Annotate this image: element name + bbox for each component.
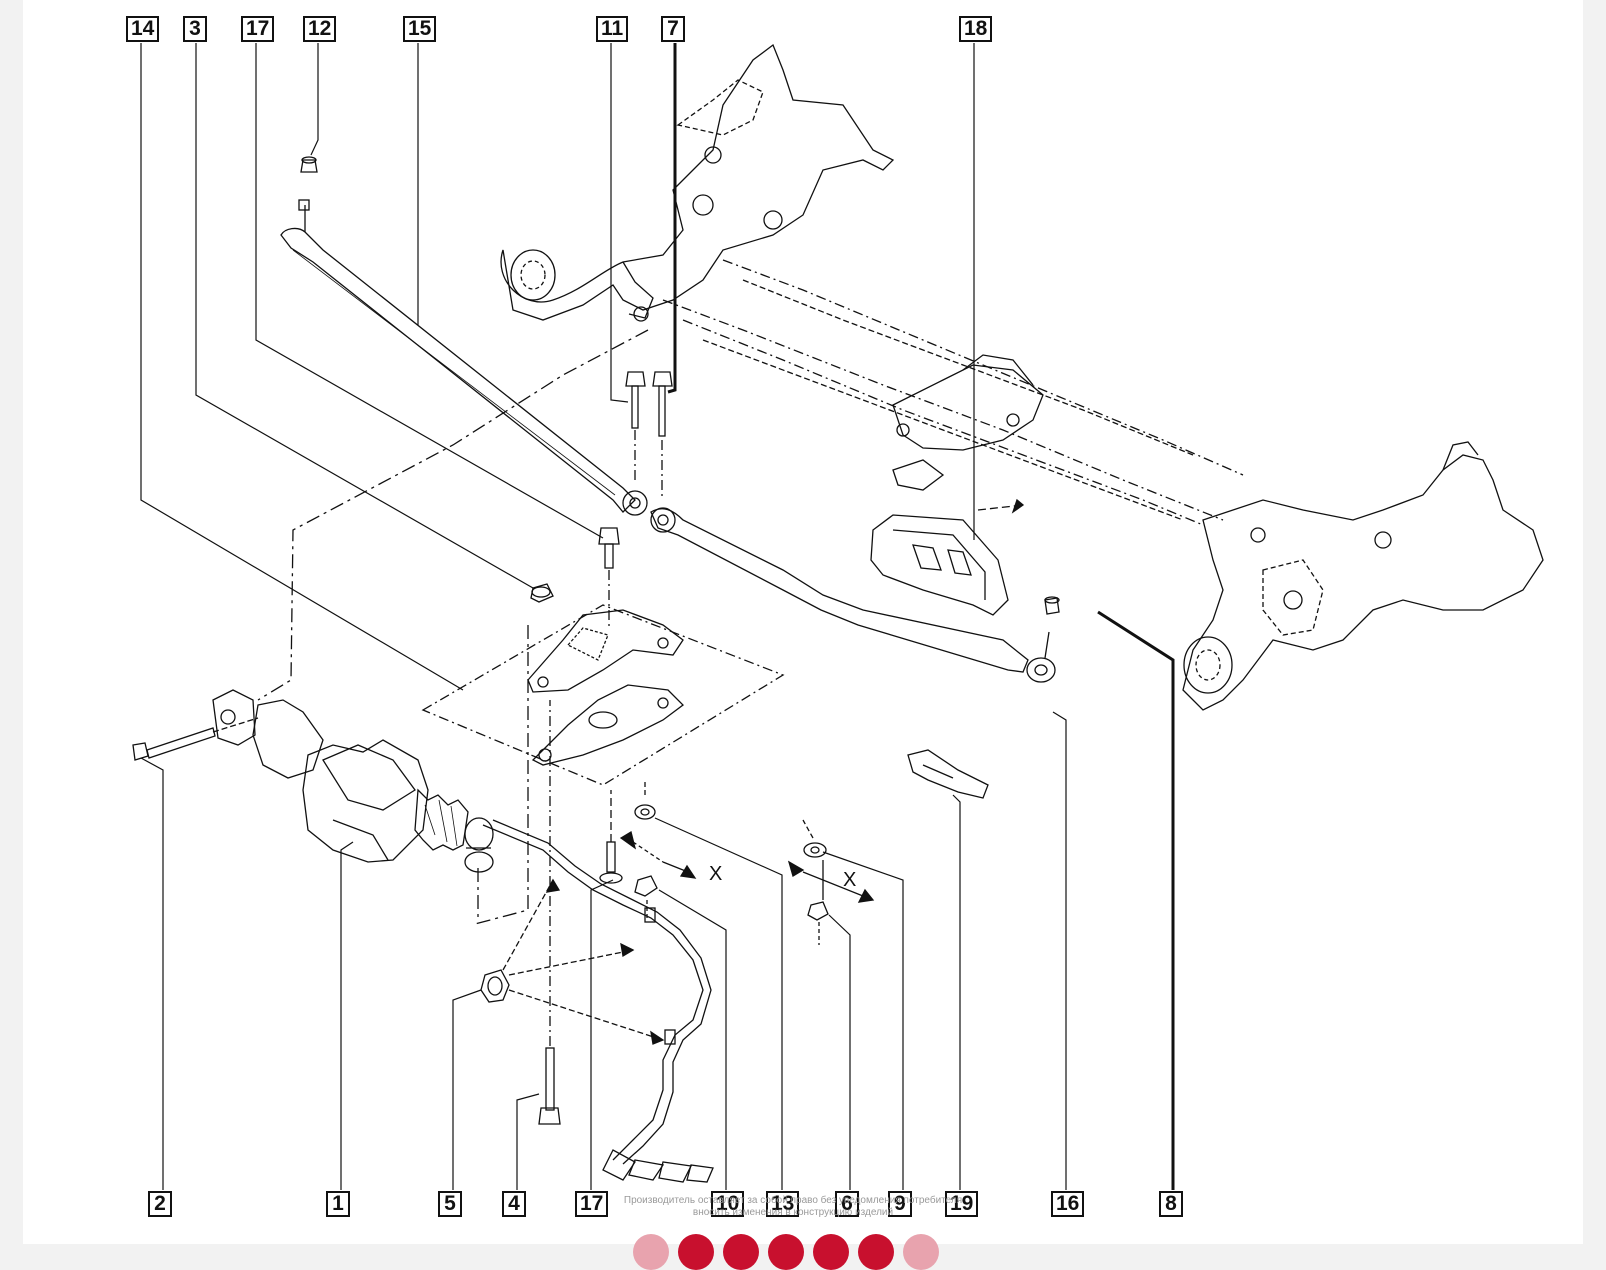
callout-19: 19	[945, 1191, 979, 1217]
page-dot-3[interactable]	[723, 1234, 759, 1270]
tie-rods	[280, 156, 1060, 683]
page-dot-1[interactable]	[633, 1234, 669, 1270]
callout-18: 18	[959, 16, 993, 42]
callout-15: 15	[403, 16, 437, 42]
mounting-brackets	[421, 604, 785, 786]
page-dot-2[interactable]	[678, 1234, 714, 1270]
callout-1: 1	[326, 1191, 350, 1217]
callout-14: 14	[126, 16, 160, 42]
callout-9: 9	[888, 1191, 912, 1217]
page-dot-4[interactable]	[768, 1234, 804, 1270]
callout-10: 10	[711, 1191, 745, 1217]
control-module	[870, 498, 1025, 616]
dimension-x-label-left: X	[709, 863, 722, 885]
callout-17-top: 17	[241, 16, 275, 42]
rear-axle-beam	[500, 43, 1544, 711]
page-dot-6[interactable]	[858, 1234, 894, 1270]
callout-6: 6	[835, 1191, 859, 1217]
callout-7: 7	[661, 16, 685, 42]
pagination-dots	[633, 1234, 953, 1270]
callout-13: 13	[766, 1191, 800, 1217]
callout-8: 8	[1159, 1191, 1183, 1217]
diagram-sheet: X X 14 3 17 12 15 11 7 18 2 1 5 4 17 10 …	[23, 0, 1583, 1270]
page-dot-5[interactable]	[813, 1234, 849, 1270]
callout-3: 3	[183, 16, 207, 42]
callout-2: 2	[148, 1191, 172, 1217]
assembly-centerlines	[257, 329, 649, 925]
callout-5: 5	[438, 1191, 462, 1217]
callout-17-bottom: 17	[575, 1191, 609, 1217]
leader-lines	[140, 43, 1175, 1190]
callout-16: 16	[1051, 1191, 1085, 1217]
manufacturer-footnote: Производитель оставляет за собой право б…	[623, 1195, 963, 1218]
callout-4: 4	[502, 1191, 526, 1217]
actuator-motor	[132, 689, 494, 873]
page-dot-7[interactable]	[903, 1234, 939, 1270]
bolts-11-7	[530, 371, 673, 630]
dimension-x-label-right: X	[843, 869, 856, 891]
callout-12: 12	[303, 16, 337, 42]
dimension-x	[619, 830, 875, 903]
exploded-view-diagram: X X	[132, 43, 1544, 1190]
callout-11: 11	[596, 16, 629, 42]
wiring-harness	[482, 819, 714, 1183]
lower-fasteners	[480, 700, 989, 1125]
